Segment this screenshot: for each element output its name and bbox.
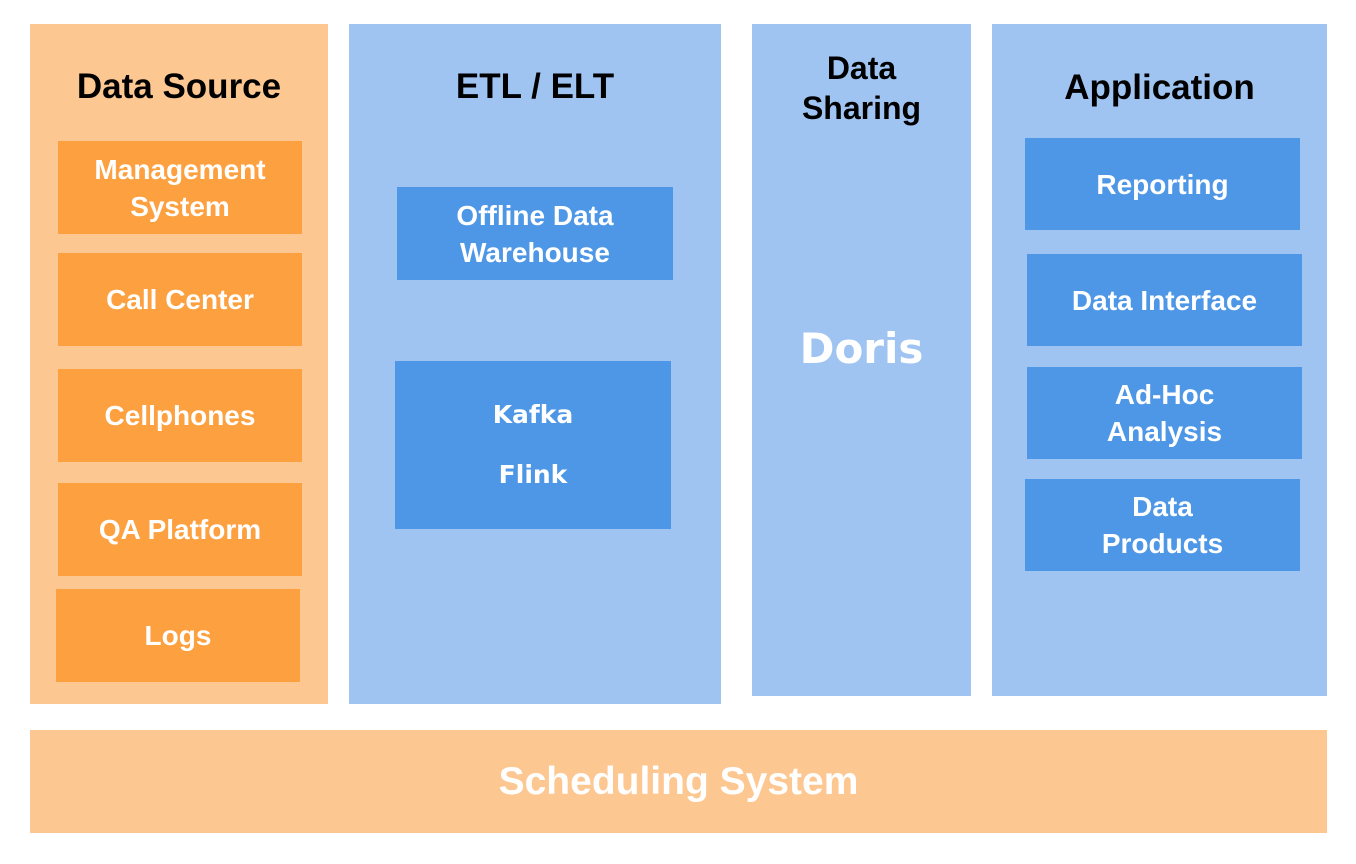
application-title: Application	[1064, 68, 1255, 107]
etl-title: ETL / ELT	[455, 67, 615, 106]
data-products-label: Data Products	[1101, 491, 1224, 559]
offline-data-warehouse-box: Offline Data Warehouse	[397, 187, 673, 280]
offline-data-warehouse-label: Offline Data Warehouse	[456, 199, 614, 268]
kafka-flink-box: Kafka Flink	[395, 361, 671, 529]
cellphones-label: Cellphones	[104, 400, 256, 431]
reporting-label: Reporting	[1096, 168, 1229, 200]
cellphones-box: Cellphones	[58, 369, 302, 462]
application-column: Application Reporting Data Interface Ad-…	[992, 24, 1327, 696]
kafka-label: Kafka	[492, 400, 574, 429]
qa-platform-box: QA Platform	[58, 483, 302, 576]
management-system-box: Management System	[58, 141, 302, 234]
call-center-box: Call Center	[58, 253, 302, 346]
data-source-title: Data Source	[76, 67, 282, 106]
logs-box: Logs	[56, 589, 300, 682]
doris-label: Doris	[799, 324, 924, 373]
scheduling-system-bar: Scheduling System	[30, 730, 1327, 833]
logs-label: Logs	[144, 620, 212, 651]
scheduling-system-label: Scheduling System	[498, 759, 859, 803]
etl-column: ETL / ELT Offline Data Warehouse Kafka F…	[349, 24, 721, 704]
data-source-column: Data Source Management System Call Cente…	[30, 24, 328, 704]
data-sharing-column: Data Sharing Doris	[752, 24, 971, 696]
qa-platform-label: QA Platform	[98, 514, 262, 545]
data-products-box: Data Products	[1025, 479, 1300, 571]
flink-label: Flink	[498, 460, 568, 489]
data-interface-label: Data Interface	[1071, 284, 1258, 316]
reporting-box: Reporting	[1025, 138, 1300, 230]
ad-hoc-analysis-label: Ad-Hoc Analysis	[1106, 379, 1223, 447]
call-center-label: Call Center	[106, 284, 254, 315]
management-system-label: Management System	[94, 153, 266, 222]
ad-hoc-analysis-box: Ad-Hoc Analysis	[1027, 367, 1302, 459]
data-interface-box: Data Interface	[1027, 254, 1302, 346]
data-sharing-title: Data Sharing	[801, 50, 922, 126]
